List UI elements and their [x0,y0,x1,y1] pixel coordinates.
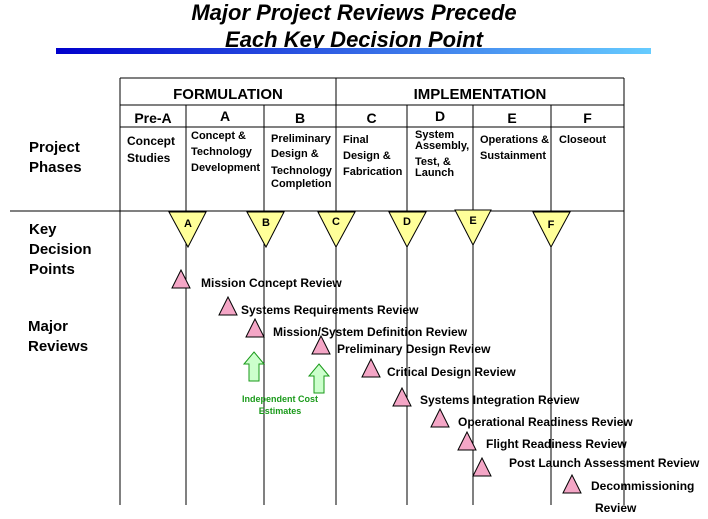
review-triangle-3 [245,317,265,338]
review-triangle-4 [311,334,331,355]
kdp-triangle-f [532,211,571,249]
title-underline-bar [56,48,651,54]
phase-letter-a: A [219,108,231,124]
phase-letter-d: D [434,108,446,124]
phase-letter-b: B [294,110,306,126]
title-line-2: Each Key Decision Point [225,27,483,52]
review-triangle-8 [457,430,477,451]
review-label-cdr: Critical Design Review [387,365,516,379]
review-label-sir: Systems Integration Review [420,393,580,407]
review-triangle-5 [361,357,381,378]
kdp-label-f: F [547,219,555,231]
phase-desc-e: Operations &Sustainment [480,134,550,162]
review-label-srr: Systems Requirements Review [241,303,419,317]
review-triangle-1 [171,268,191,289]
kdp-label-c: C [332,216,340,228]
kdp-label-d: D [403,216,411,228]
review-label-plar: Post Launch Assessment Review [509,456,700,470]
review-label-mdr: Mission/System Definition Review [273,325,468,339]
review-triangle-2 [218,295,238,316]
title-line-1: Major Project Reviews Precede [191,0,517,25]
kdp-triangle-d [388,211,427,249]
kdp-label-e: E [469,215,477,227]
review-triangle-6 [392,386,412,407]
kdp-label-b: B [262,217,270,229]
phase-letter-c: C [366,110,377,126]
review-label-mcr: Mission Concept Review [201,276,342,290]
review-label-pdr: Preliminary Design Review [337,342,491,356]
kdp-triangle-c [317,211,356,249]
review-label-orr: Operational Readiness Review [458,415,633,429]
phase-letter-pre-a: Pre-A [134,110,172,126]
review-label-decommissioning-2: Review [595,501,637,515]
formulation-header: FORMULATION [173,86,283,103]
cost-arrow-1 [242,351,266,382]
kdp-label-a: A [184,218,192,230]
review-label-frr: Flight Readiness Review [486,437,627,451]
kdp-triangle-a [168,211,207,249]
phase-letter-e: E [507,110,517,126]
phase-letter-f: F [583,110,592,126]
phase-desc-f: Closeout [559,134,607,146]
review-triangle-10 [562,473,582,494]
implementation-header: IMPLEMENTATION [413,86,547,103]
review-label-decommissioning: Decommissioning [591,479,695,493]
cost-arrow-2 [307,363,331,394]
kdp-triangle-e [454,209,492,247]
review-triangle-9 [472,456,492,477]
review-triangle-7 [430,407,450,428]
kdp-triangle-b [246,211,285,249]
